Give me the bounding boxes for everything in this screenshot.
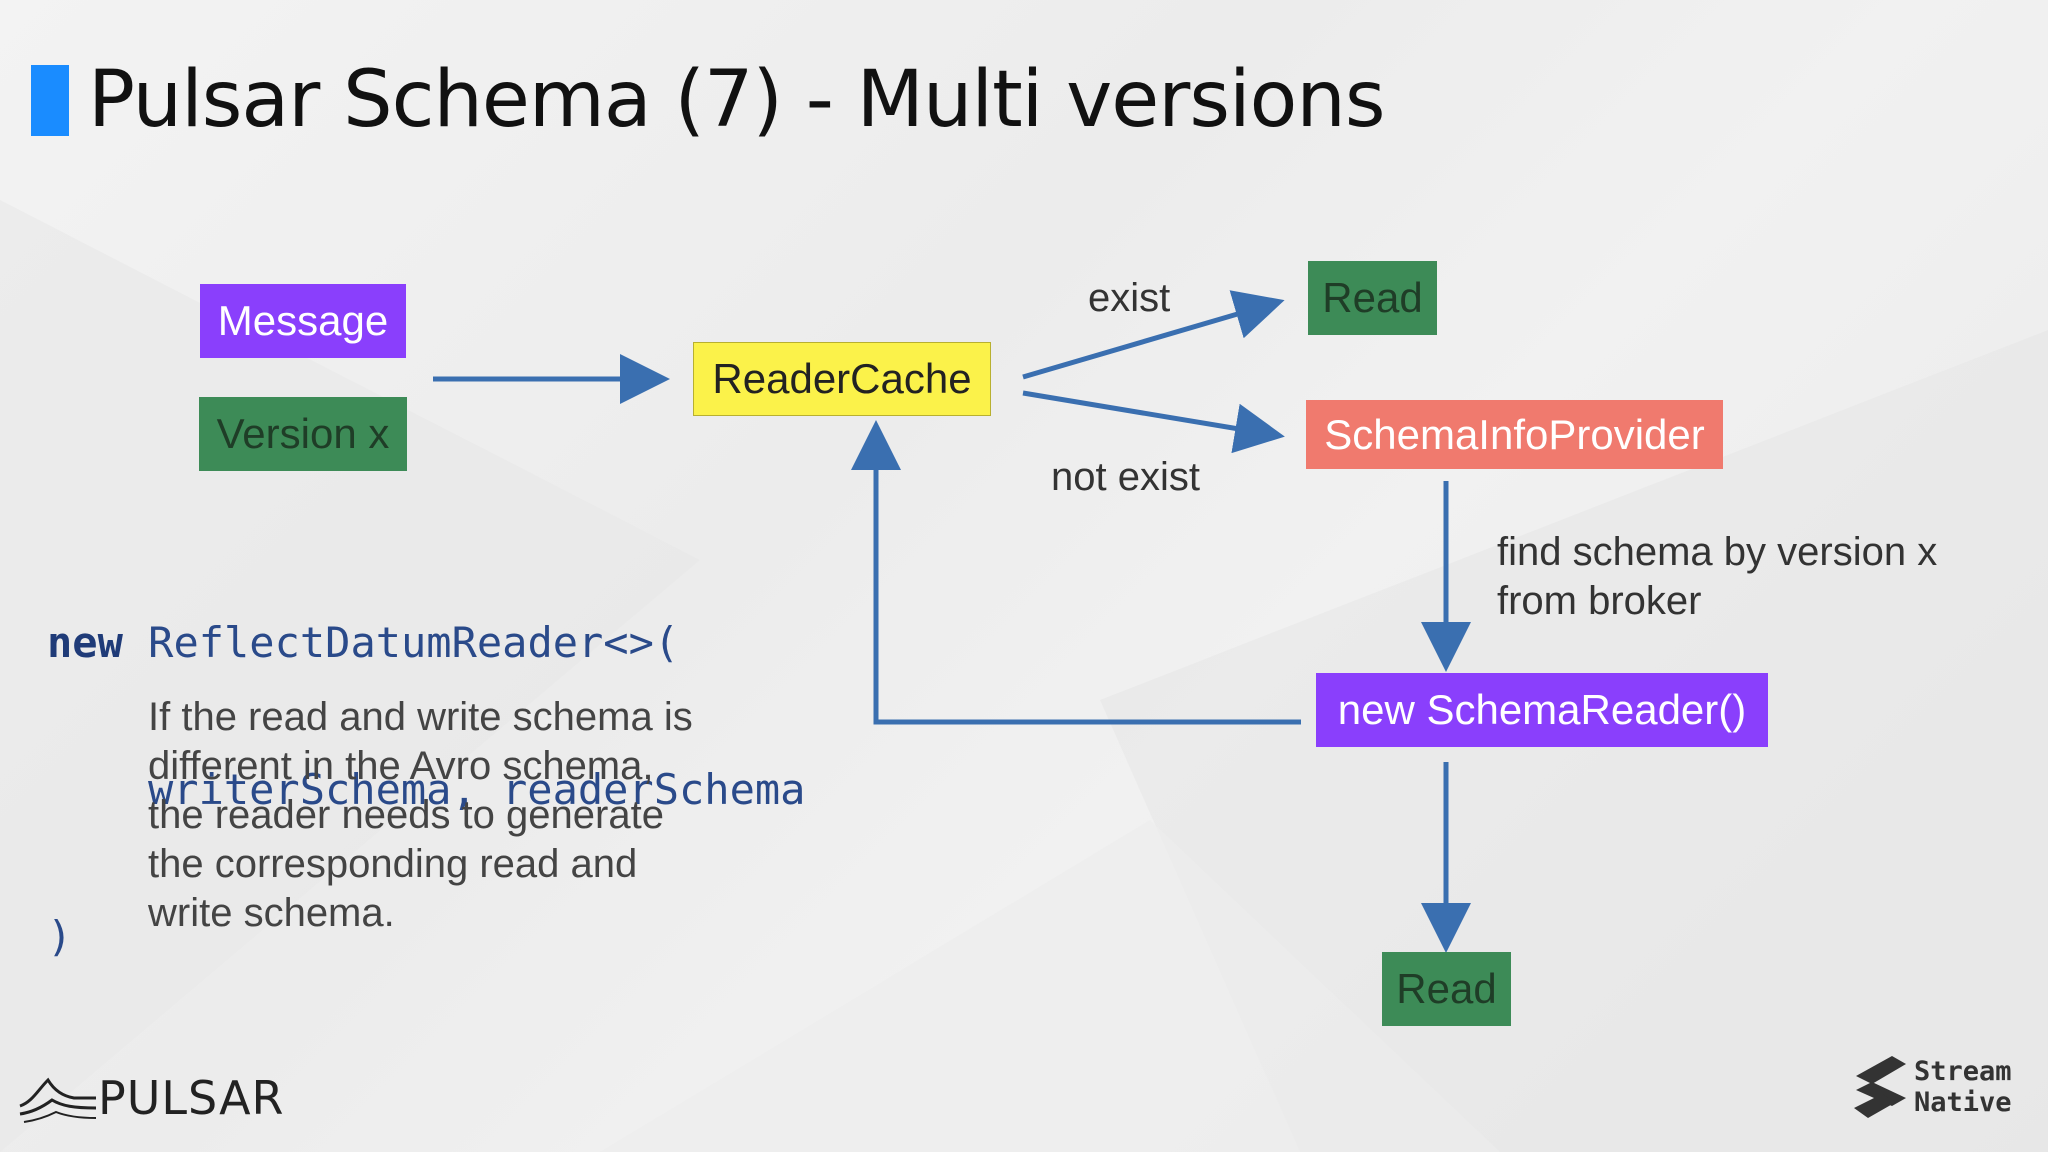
code-line-1: new ReflectDatumReader<>( [47, 618, 805, 667]
new-schemareader-node: new SchemaReader() [1316, 673, 1768, 747]
version-node: Version x [199, 397, 407, 471]
streamnative-logo: Stream Native [1852, 1054, 2012, 1120]
streamnative-text-line1: Stream [1914, 1056, 2012, 1087]
streamnative-logo-text: Stream Native [1914, 1056, 2012, 1118]
exist-label: exist [1088, 276, 1171, 320]
explanation-line: the corresponding read and [148, 842, 638, 886]
explanation-text: If the read and write schema is differen… [148, 693, 788, 938]
title-accent-bar [31, 65, 69, 136]
explanation-line: the reader needs to generate [148, 793, 664, 837]
explanation-line: If the read and write schema is [148, 695, 693, 739]
pulsar-logo-text: PULSAR [98, 1071, 285, 1125]
schemainfoprovider-node: SchemaInfoProvider [1306, 400, 1723, 469]
not-exist-label: not exist [1051, 455, 1200, 499]
read-node-bottom: Read [1382, 952, 1511, 1026]
explanation-line: different in the Avro schema, [148, 744, 654, 788]
pulsar-logo-icon [19, 1077, 97, 1123]
message-node: Message [200, 284, 406, 358]
slide-title: Pulsar Schema (7) - Multi versions [88, 55, 1385, 145]
pulsar-logo: PULSAR [18, 1068, 285, 1128]
explanation-line: write schema. [148, 891, 395, 935]
streamnative-text-line2: Native [1914, 1087, 2012, 1118]
code-line-1-rest: ReflectDatumReader<>( [148, 618, 680, 667]
arrow-not-exist [1022, 390, 1285, 454]
read-node-top: Read [1308, 261, 1437, 335]
arrow-schemareader-back-to-cache [851, 420, 1301, 725]
readercache-node: ReaderCache [693, 342, 991, 416]
code-line-3: ) [47, 912, 73, 961]
arrow-exist [1022, 290, 1285, 380]
find-schema-label-line2: from broker [1497, 579, 1702, 623]
streamnative-logo-icon [1854, 1056, 1906, 1118]
code-keyword-new: new [47, 618, 123, 667]
find-schema-label-line1: find schema by version x [1497, 530, 1938, 574]
code-line-2: writerSchema, readerSchema [148, 765, 806, 814]
code-snippet: new ReflectDatumReader<>( writerSchema, … [47, 520, 805, 1010]
